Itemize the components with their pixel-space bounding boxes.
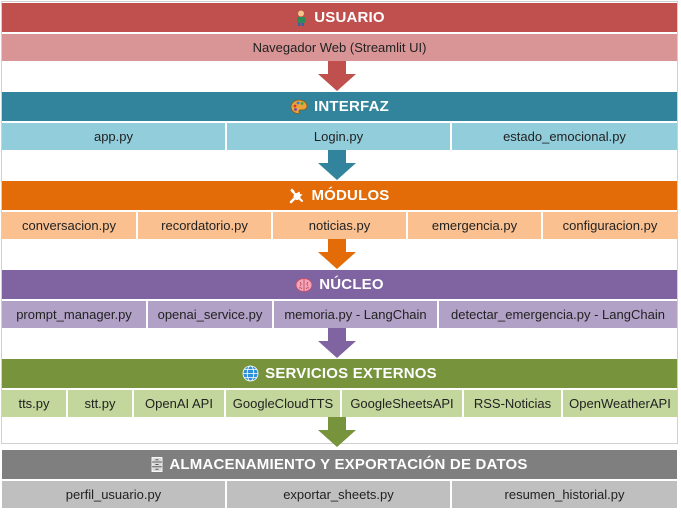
layer-interfaz: INTERFAZ app.py Login.py estado_emociona… [2,92,677,150]
layer-header: INTERFAZ [2,92,677,121]
person-icon [294,10,308,26]
component-cell: OpenWeatherAPI [563,390,677,417]
down-arrow-icon [318,150,356,180]
down-arrow-icon [318,61,356,91]
file-cabinet-icon [151,457,163,472]
layer-components: prompt_manager.py openai_service.py memo… [2,301,677,328]
down-arrow-icon [318,328,356,358]
component-cell: app.py [2,123,227,150]
component-cell: RSS-Noticias [464,390,563,417]
layer-title: NÚCLEO [319,276,384,293]
component-cell: prompt_manager.py [2,301,148,328]
component-cell: OpenAI API [134,390,226,417]
component-cell: estado_emocional.py [452,123,677,150]
component-cell: detectar_emergencia.py - LangChain [439,301,677,328]
component-cell: Navegador Web (Streamlit UI) [2,34,677,61]
layer-usuario: USUARIO Navegador Web (Streamlit UI) [2,3,677,61]
tools-icon [289,187,305,204]
component-cell: memoria.py - LangChain [274,301,439,328]
down-arrow-icon [318,417,356,447]
layer-title: USUARIO [314,9,385,26]
layer-components: conversacion.py recordatorio.py noticias… [2,212,677,239]
layer-header: USUARIO [2,3,677,32]
layer-modulos: MÓDULOS conversacion.py recordatorio.py … [2,181,677,239]
down-arrow-icon [318,239,356,269]
layer-header: MÓDULOS [2,181,677,210]
component-cell: GoogleCloudTTS [226,390,342,417]
component-cell: openai_service.py [148,301,274,328]
component-cell: conversacion.py [2,212,138,239]
component-cell: stt.py [68,390,134,417]
layer-header: NÚCLEO [2,270,677,299]
component-cell: resumen_historial.py [452,481,677,508]
layer-title: ALMACENAMIENTO Y EXPORTACIÓN DE DATOS [169,456,528,473]
layer-title: MÓDULOS [311,187,390,204]
layer-nucleo: NÚCLEO prompt_manager.py openai_service.… [2,270,677,328]
component-cell: perfil_usuario.py [2,481,227,508]
component-cell: configuracion.py [543,212,677,239]
component-cell: emergencia.py [408,212,543,239]
component-cell: tts.py [2,390,68,417]
component-cell: GoogleSheetsAPI [342,390,464,417]
component-cell: exportar_sheets.py [227,481,452,508]
component-cell: noticias.py [273,212,408,239]
layer-servicios-externos: SERVICIOS EXTERNOS tts.py stt.py OpenAI … [2,359,677,417]
layer-components: app.py Login.py estado_emocional.py [2,123,677,150]
globe-icon [242,365,259,382]
component-cell: Login.py [227,123,452,150]
layer-components: perfil_usuario.py exportar_sheets.py res… [2,481,677,508]
layer-header: ALMACENAMIENTO Y EXPORTACIÓN DE DATOS [2,450,677,479]
palette-icon [290,99,308,115]
layer-components: Navegador Web (Streamlit UI) [2,34,677,61]
brain-icon [295,277,313,293]
layer-title: SERVICIOS EXTERNOS [265,365,437,382]
component-cell: recordatorio.py [138,212,273,239]
layer-header: SERVICIOS EXTERNOS [2,359,677,388]
layer-almacenamiento: ALMACENAMIENTO Y EXPORTACIÓN DE DATOS pe… [2,450,677,508]
layer-components: tts.py stt.py OpenAI API GoogleCloudTTS … [2,390,677,417]
layer-title: INTERFAZ [314,98,389,115]
